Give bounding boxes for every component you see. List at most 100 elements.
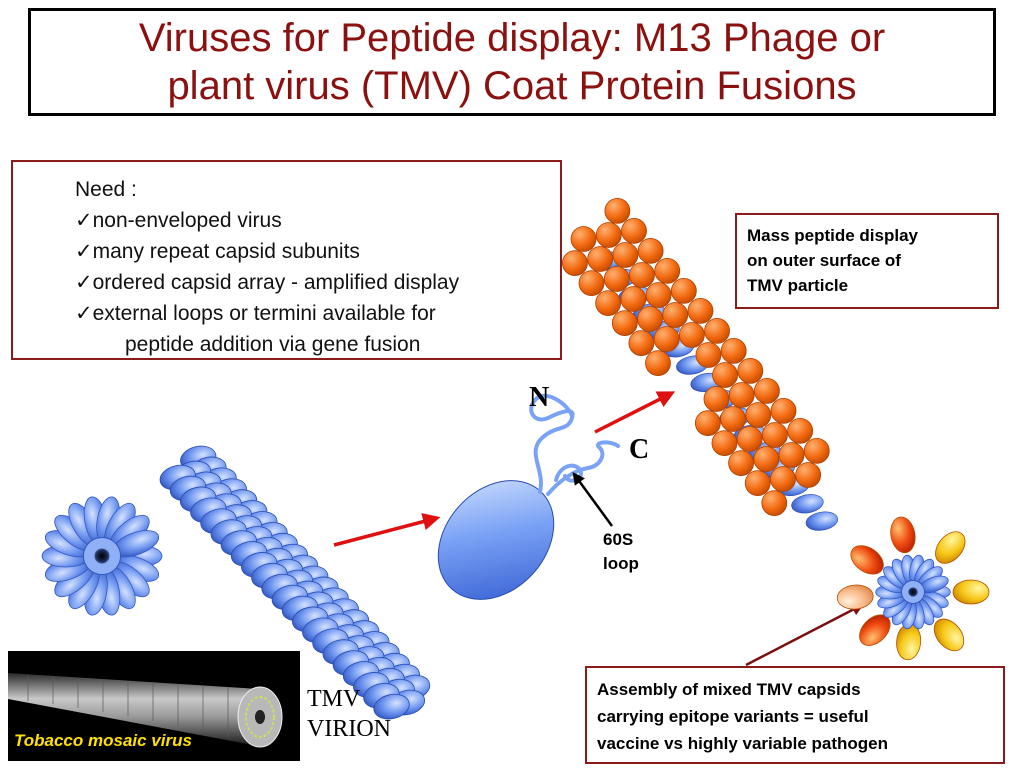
c-terminus-label: C bbox=[629, 434, 650, 465]
fusion-peptide bbox=[621, 218, 647, 244]
title-line-1: Viruses for Peptide display: M13 Phage o… bbox=[138, 16, 886, 60]
coat-protein-subunit bbox=[437, 393, 620, 600]
fusion-peptide bbox=[753, 446, 780, 472]
fusion-peptide bbox=[620, 286, 647, 312]
fusion-peptide bbox=[728, 450, 754, 476]
requirement-text: non-enveloped virus bbox=[92, 209, 282, 232]
requirement-text: many repeat capsid subunits bbox=[92, 240, 360, 263]
tmv-micrograph-image bbox=[8, 673, 283, 748]
fusion-peptide bbox=[687, 298, 714, 324]
fusion-peptide bbox=[728, 382, 755, 408]
requirement-text: ordered capsid array - amplified display bbox=[92, 271, 460, 294]
fusion-peptide bbox=[637, 306, 663, 332]
arrow-to-mixed-capsid bbox=[745, 603, 865, 667]
core-subunit bbox=[805, 511, 838, 531]
epitope-variant bbox=[935, 531, 966, 564]
fusion-peptide bbox=[562, 250, 588, 276]
tmv-virion-label-line-2: VIRION bbox=[307, 716, 391, 742]
requirement-continuation: peptide addition via gene fusion bbox=[125, 333, 421, 356]
mass-display-box: Mass peptide display on outer surface of… bbox=[735, 213, 999, 309]
mass-display-line-2: on outer surface of bbox=[747, 251, 901, 270]
fusion-peptide bbox=[711, 430, 738, 456]
epitope-variant bbox=[890, 516, 916, 554]
fusion-peptide bbox=[744, 470, 771, 496]
mass-display-line-3: TMV particle bbox=[747, 276, 849, 295]
fusion-peptide bbox=[645, 350, 671, 376]
fusion-peptide bbox=[670, 278, 697, 304]
epitope-variant bbox=[952, 579, 990, 605]
arrow-to-subunit bbox=[333, 513, 441, 547]
fusion-peptide bbox=[695, 342, 722, 368]
title-box: Viruses for Peptide display: M13 Phage o… bbox=[28, 8, 996, 116]
tmv-micrograph bbox=[8, 651, 300, 761]
check-icon: ✓ bbox=[75, 209, 93, 232]
assembly-line-3: vaccine vs highly variable pathogen bbox=[597, 734, 888, 753]
requirement-item: ✓non-enveloped virus bbox=[75, 205, 560, 236]
fusion-peptide bbox=[795, 462, 822, 488]
fusion-peptide bbox=[603, 266, 630, 292]
fusion-peptide bbox=[611, 310, 638, 336]
fusion-peptide bbox=[604, 198, 631, 224]
requirements-heading: Need : bbox=[75, 178, 137, 201]
fusion-peptide bbox=[612, 242, 639, 268]
fusion-peptide bbox=[703, 386, 730, 412]
fusion-peptide bbox=[712, 362, 738, 388]
epitope-variant bbox=[933, 618, 965, 652]
fusion-peptide bbox=[704, 318, 730, 344]
fusion-peptide bbox=[720, 338, 747, 364]
fusion-peptide bbox=[720, 406, 746, 432]
fusion-peptide bbox=[628, 330, 655, 356]
tmv-fusion-rod bbox=[562, 198, 838, 531]
fusion-peptide bbox=[629, 262, 655, 288]
capsid-core bbox=[908, 587, 918, 597]
fusion-peptide bbox=[761, 490, 788, 516]
fusion-peptide bbox=[595, 222, 622, 248]
requirement-item: ✓external loops or termini available for bbox=[75, 298, 560, 329]
check-icon: ✓ bbox=[75, 271, 93, 294]
fusion-peptide bbox=[803, 438, 830, 464]
requirement-text: external loops or termini available for bbox=[92, 302, 436, 325]
fusion-peptide bbox=[770, 466, 796, 492]
fusion-peptide bbox=[578, 270, 605, 296]
fusion-peptide bbox=[762, 422, 788, 448]
requirement-item: ✓many repeat capsid subunits bbox=[75, 236, 560, 267]
fusion-peptide bbox=[637, 238, 664, 264]
requirement-item: ✓ordered capsid array - amplified displa… bbox=[75, 267, 560, 298]
requirements-box: Need : ✓non-enveloped virus ✓many repeat… bbox=[11, 160, 562, 360]
title-line-2: plant virus (TMV) Coat Protein Fusions bbox=[167, 64, 857, 108]
fusion-peptide bbox=[645, 282, 672, 308]
loop-label-line-2: loop bbox=[603, 554, 639, 573]
tmv-virion-label: TMV VIRION bbox=[307, 684, 391, 744]
fusion-peptide bbox=[595, 290, 622, 316]
fusion-peptide bbox=[570, 226, 597, 252]
fusion-peptide bbox=[745, 402, 772, 428]
mass-display-line-1: Mass peptide display bbox=[747, 226, 918, 245]
fusion-peptide bbox=[770, 398, 797, 424]
fusion-peptide bbox=[737, 358, 764, 384]
rod-subunit bbox=[373, 693, 410, 720]
core-subunit bbox=[791, 494, 824, 514]
fusion-peptide bbox=[662, 302, 689, 328]
fusion-peptide bbox=[654, 258, 681, 284]
fusion-peptide bbox=[778, 442, 805, 468]
photo-caption: Tobacco mosaic virus bbox=[14, 731, 192, 750]
assembly-box: Assembly of mixed TMV capsids carrying e… bbox=[585, 666, 1005, 764]
arrow-to-loop bbox=[572, 471, 614, 527]
n-terminus-label: N bbox=[529, 382, 550, 413]
check-icon: ✓ bbox=[75, 302, 93, 325]
fusion-peptide bbox=[694, 410, 721, 436]
loop-label-line-1: 60S bbox=[603, 530, 634, 549]
fusion-peptide bbox=[787, 418, 814, 444]
epitope-variant bbox=[836, 584, 874, 610]
mixed-capsid bbox=[836, 516, 990, 661]
assembly-line-1: Assembly of mixed TMV capsids bbox=[597, 680, 861, 699]
fusion-peptide bbox=[736, 426, 763, 452]
tmv-virion-label-line-1: TMV bbox=[307, 686, 361, 712]
epitope-variant bbox=[850, 545, 884, 575]
fusion-peptide bbox=[653, 326, 680, 352]
tmv-virion-rod bbox=[159, 445, 431, 720]
loop-label: 60S loop bbox=[603, 528, 639, 576]
capsid-end-view bbox=[41, 496, 163, 616]
fusion-peptide bbox=[678, 322, 705, 348]
